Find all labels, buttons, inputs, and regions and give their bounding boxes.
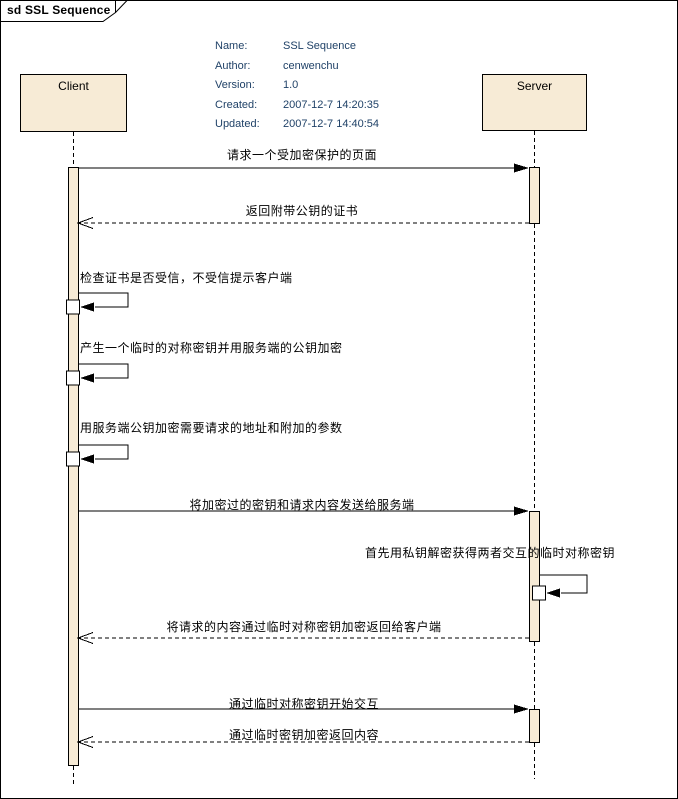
frame-tab-shape: [0, 0, 128, 22]
arrowhead-solid-icon: [514, 704, 529, 714]
metadata-row: Author: cenwenchu: [215, 57, 379, 77]
message-line-request-page: [78, 163, 529, 173]
metadata-label: Version:: [215, 79, 255, 91]
metadata-value: 2007-12-7 14:20:35: [283, 98, 380, 111]
message-line-return-content: [76, 632, 529, 644]
metadata-label: Name:: [215, 40, 248, 52]
message-label-request-page[interactable]: 请求一个受加密保护的页面: [226, 148, 378, 162]
message-label-return-encrypted[interactable]: 通过临时密钥加密返回内容: [228, 728, 380, 742]
arrowhead-solid-icon: [546, 588, 560, 598]
message-loop-check-cert: [66, 292, 129, 315]
message-label-start-interaction[interactable]: 通过临时对称密钥开始交互: [228, 697, 380, 711]
diagram-metadata: Name: SSL Sequence Author: cenwenchu Versi…: [215, 37, 379, 135]
message-line-start-interaction: [78, 704, 529, 714]
metadata-row: Version: 1.0: [215, 76, 379, 96]
message-label-check-cert[interactable]: 检查证书是否受信，不受信提示客户端: [80, 271, 293, 285]
message-label-send-key[interactable]: 将加密过的密钥和请求内容发送给服务端: [189, 498, 415, 512]
metadata-row: Name: SSL Sequence: [215, 37, 379, 57]
metadata-label: Updated:: [215, 118, 260, 130]
message-line-send-key: [78, 506, 529, 516]
activation-server-1: [529, 167, 540, 224]
arrowhead-open-icon: [76, 632, 94, 644]
lifeline-server-box[interactable]: Server: [482, 74, 587, 131]
message-loop-gen-key: [66, 363, 129, 386]
arrowhead-solid-icon: [80, 454, 94, 464]
arrowhead-solid-icon: [80, 373, 94, 383]
lifeline-server-label: Server: [516, 79, 553, 93]
metadata-value: cenwenchu: [283, 59, 339, 72]
message-label-encrypt-request[interactable]: 用服务端公钥加密需要请求的地址和附加的参数: [80, 421, 343, 435]
diagram-title: sd SSL Sequence: [7, 3, 111, 17]
metadata-label: Author:: [215, 59, 251, 72]
message-line-return-cert: [76, 217, 529, 229]
metadata-value: 1.0: [283, 79, 299, 91]
arrowhead-open-icon: [76, 217, 94, 229]
lifeline-client-label: Client: [58, 79, 89, 93]
message-label-gen-key[interactable]: 产生一个临时的对称密钥并用服务端的公钥加密: [80, 341, 343, 355]
arrowhead-solid-icon: [514, 163, 529, 173]
message-loop-encrypt-request: [66, 444, 129, 467]
arrowhead-solid-icon: [80, 302, 94, 312]
activation-server-2: [529, 511, 540, 642]
arrowhead-solid-icon: [514, 506, 529, 516]
activation-bars[interactable]: [68, 167, 540, 766]
message-label-return-content[interactable]: 将请求的内容通过临时对称密钥加密返回给客户端: [166, 620, 442, 634]
activation-server-3: [529, 709, 540, 743]
metadata-value: 2007-12-7 14:40:54: [283, 118, 380, 130]
metadata-row: Created: 2007-12-7 14:20:35: [215, 96, 379, 116]
message-label-return-cert[interactable]: 返回附带公钥的证书: [245, 204, 359, 218]
arrowhead-open-icon: [76, 736, 94, 748]
message-label-decrypt-key[interactable]: 首先用私钥解密获得两者交互的临时对称密钥: [364, 546, 616, 560]
message-loop-decrypt-key: [532, 574, 588, 601]
metadata-value: SSL Sequence: [283, 40, 356, 52]
metadata-row: Updated: 2007-12-7 14:40:54: [215, 115, 379, 135]
message-line-return-encrypted: [76, 736, 529, 748]
lifeline-client-box[interactable]: Client: [20, 74, 127, 132]
metadata-label: Created:: [215, 98, 258, 111]
